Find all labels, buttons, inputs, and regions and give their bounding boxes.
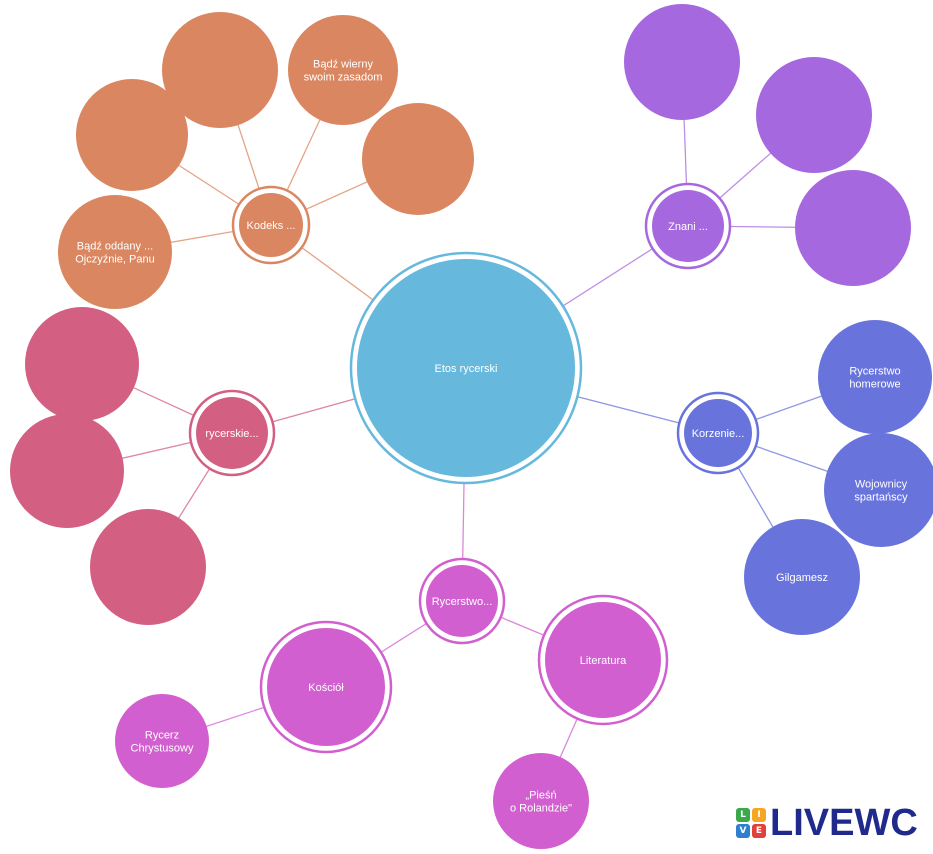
znani-child-node[interactable] bbox=[756, 57, 872, 173]
logo-wordmark: LIVEWC bbox=[770, 801, 918, 844]
kosciol-node-inner-circle bbox=[267, 628, 385, 746]
livewc-logo: L I V E LIVEWC bbox=[736, 801, 933, 845]
znani-child-node-circle bbox=[624, 4, 740, 120]
kodeks-hub-node-label: Kodeks ... bbox=[247, 220, 296, 232]
znani-child-node[interactable] bbox=[795, 170, 911, 286]
center-node-label: Etos rycerski bbox=[435, 363, 498, 375]
kosciol-node-label: Kościół bbox=[308, 682, 344, 694]
rycerstwo-hub-node-label: Rycerstwo... bbox=[432, 596, 493, 608]
znani-hub-node-inner-circle bbox=[652, 190, 724, 262]
korzenie-child-node-circle bbox=[818, 320, 932, 434]
znani-child-node-circle bbox=[795, 170, 911, 286]
korzenie-child-node-label: Gilgamesz bbox=[776, 572, 828, 584]
rycerskie-child-node-circle bbox=[90, 509, 206, 625]
korzenie-child-node-circle bbox=[744, 519, 860, 635]
kodeks-child-node[interactable] bbox=[76, 79, 188, 191]
korzenie-child-node-circle bbox=[824, 433, 933, 547]
logo-badge-letter: E bbox=[752, 824, 766, 838]
rycerskie-hub-node[interactable]: rycerskie... bbox=[188, 389, 276, 477]
kodeks-hub-node[interactable]: Kodeks ... bbox=[231, 185, 311, 265]
korzenie-hub-node-label: Korzenie... bbox=[692, 428, 745, 440]
logo-badge-letter: I bbox=[752, 808, 766, 822]
rycerskie-child-node[interactable] bbox=[10, 414, 124, 528]
kodeks-child-node-circle bbox=[58, 195, 172, 309]
znani-hub-node[interactable]: Znani ... bbox=[644, 182, 732, 270]
kosciol-node[interactable]: Kościół bbox=[259, 620, 393, 754]
logo-badge-letter: V bbox=[736, 824, 750, 838]
logo-badge-letter: L bbox=[736, 808, 750, 822]
kodeks-child-node-circle bbox=[288, 15, 398, 125]
kodeks-child-node-circle bbox=[362, 103, 474, 215]
rycerstwo-hub-node[interactable]: Rycerstwo... bbox=[418, 557, 506, 645]
znani-child-node-circle bbox=[756, 57, 872, 173]
kodeks-child-node[interactable] bbox=[362, 103, 474, 215]
rycerskie-hub-node-label: rycerskie... bbox=[205, 428, 258, 440]
korzenie-hub-node-inner-circle bbox=[684, 399, 752, 467]
korzenie-hub-node[interactable]: Korzenie... bbox=[676, 391, 760, 475]
rycerz-chrystusowy-node-circle bbox=[115, 694, 209, 788]
piesn-o-rolandzie-node-circle bbox=[493, 753, 589, 849]
center-node[interactable]: Etos rycerski bbox=[349, 251, 583, 485]
kodeks-child-node[interactable]: Bądź oddany ...Ojczyźnie, Panu bbox=[58, 195, 172, 309]
literatura-node-inner-circle bbox=[545, 602, 661, 718]
literatura-node-label: Literatura bbox=[580, 655, 627, 667]
znani-hub-node-label: Znani ... bbox=[668, 221, 708, 233]
kodeks-child-node-label: Bądź oddany ...Ojczyźnie, Panu bbox=[75, 241, 154, 266]
rycerskie-child-node[interactable] bbox=[25, 307, 139, 421]
kodeks-child-node-circle bbox=[162, 12, 278, 128]
znani-child-node[interactable] bbox=[624, 4, 740, 120]
kodeks-hub-node-inner-circle bbox=[239, 193, 303, 257]
rycerstwo-hub-node-inner-circle bbox=[426, 565, 498, 637]
literatura-node[interactable]: Literatura bbox=[537, 594, 669, 726]
rycerskie-child-node-circle bbox=[10, 414, 124, 528]
logo-badge: L I V E bbox=[736, 808, 766, 838]
rycerskie-child-node-circle bbox=[25, 307, 139, 421]
kodeks-child-node[interactable] bbox=[162, 12, 278, 128]
kodeks-child-node-circle bbox=[76, 79, 188, 191]
korzenie-child-node[interactable]: Gilgamesz bbox=[744, 519, 860, 635]
rycerskie-child-node[interactable] bbox=[90, 509, 206, 625]
rycerskie-hub-node-inner-circle bbox=[196, 397, 268, 469]
center-node-inner-circle bbox=[357, 259, 575, 477]
